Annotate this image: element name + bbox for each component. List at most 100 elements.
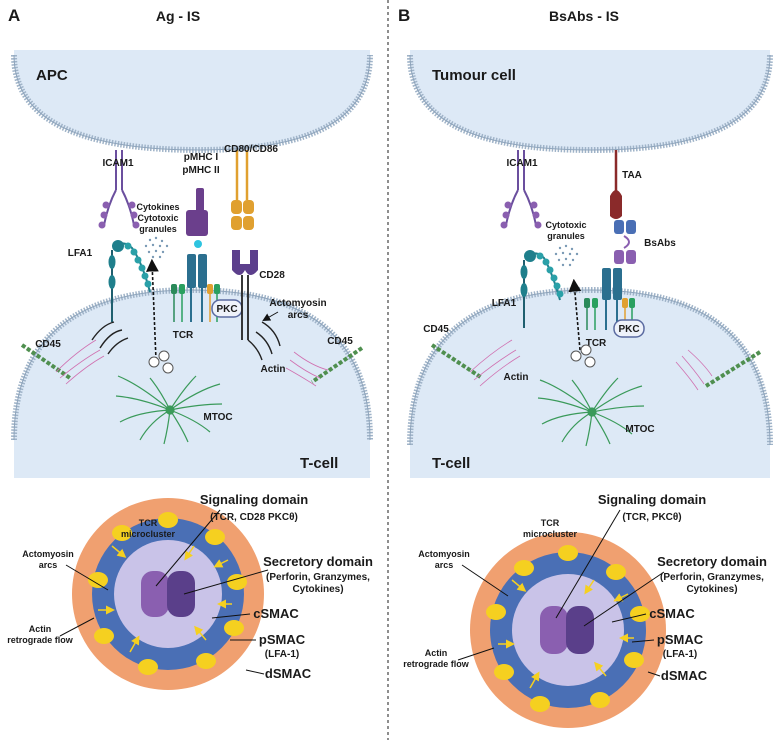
cytokines-a-label-1: Cytokines	[136, 202, 179, 212]
actomyosin-smac-a-label-2: arcs	[39, 560, 58, 570]
granules-b-icon	[554, 244, 579, 267]
mtoc-a-label: MTOC	[203, 412, 232, 423]
dsmac-a-label: dSMAC	[265, 666, 312, 681]
tcr-b-label: TCR	[586, 338, 607, 349]
lfa1-b-icon	[520, 250, 564, 328]
icam1-b-label: ICAM1	[506, 158, 538, 169]
actomyosin-smac-b-label-1: Actomyosin	[418, 549, 470, 559]
panel-a-title: Ag - IS	[156, 8, 200, 24]
secretory-b-label: Secretory domain	[657, 554, 767, 569]
bsabs-label: BsAbs	[644, 238, 676, 249]
t-cell-a-label: T-cell	[300, 455, 338, 472]
taa-icon	[610, 150, 622, 219]
granules-a-icon	[144, 236, 169, 259]
tcr-b-icon	[584, 268, 635, 330]
secretion-arrow-b	[568, 278, 582, 351]
actin-a-icon	[55, 339, 329, 387]
tcr-micro-a-label-2: microcluster	[121, 529, 176, 539]
actin-flow-b-label-1: Actin	[425, 648, 448, 658]
icam1-a-icon	[98, 150, 140, 229]
lfa1-a-icon	[108, 240, 152, 322]
cd45-a-right-icon	[310, 346, 364, 384]
tcr-micro-a-label-1: TCR	[139, 518, 158, 528]
icam1-a-label: ICAM1	[102, 158, 134, 169]
vesicles-b-icon	[570, 344, 596, 368]
cd80-a-icon	[231, 150, 254, 230]
actin-b-label: Actin	[504, 372, 529, 383]
tcr-micro-b-label-1: TCR	[541, 518, 560, 528]
panel-b-letter: B	[398, 6, 410, 25]
panel-b-title: BsAbs - IS	[549, 8, 619, 24]
cytokines-a-label-2: Cytotoxic	[137, 213, 178, 223]
csmac-a-label: cSMAC	[253, 606, 299, 621]
tumour-cell	[407, 50, 773, 154]
cytotoxic-b-label-1: Cytotoxic	[545, 220, 586, 230]
smac-b	[470, 532, 666, 728]
actin-flow-a-label-2: retrograde flow	[7, 635, 74, 645]
signaling-b-sub: (TCR, PKCθ)	[622, 512, 681, 523]
csmac-b-label: cSMAC	[649, 606, 695, 621]
pmhc-a-icon	[186, 188, 208, 248]
cd45-b-label: CD45	[423, 324, 449, 335]
cd80-a-label: CD80/CD86	[224, 144, 278, 155]
tcr-a-icon	[171, 254, 220, 322]
pkc-b-badge	[613, 319, 645, 338]
tcr-a-label: TCR	[173, 330, 194, 341]
signaling-a-label: Signaling domain	[200, 492, 308, 507]
cytokines-a-label-3: granules	[139, 224, 177, 234]
mtoc-a-icon	[115, 375, 223, 445]
cd45-b-left-icon	[430, 343, 484, 380]
tcr-micro-b-label-2: microcluster	[523, 529, 578, 539]
secretory-b-sub-1: (Perforin, Granzymes,	[660, 572, 764, 583]
panel-a-letter: A	[8, 6, 20, 25]
taa-label: TAA	[622, 170, 642, 181]
lfa1-b-label: LFA1	[492, 298, 517, 309]
psmac-b-label: pSMAC	[657, 632, 704, 647]
icam1-b-icon	[500, 150, 542, 229]
dsmac-b-label: dSMAC	[661, 668, 708, 683]
secretory-a-sub-2: Cytokines)	[292, 584, 343, 595]
actin-flow-a-label-1: Actin	[29, 624, 52, 634]
actin-flow-b-label-2: retrograde flow	[403, 659, 470, 669]
actin-a-label: Actin	[261, 364, 286, 375]
apc-label: APC	[36, 67, 68, 84]
actomyosin-arcs-a	[91, 321, 281, 361]
actomyosin-a-label-2: arcs	[288, 310, 309, 321]
cd28-a-label: CD28	[259, 270, 285, 281]
pmhc2-a-label: pMHC II	[182, 165, 219, 176]
t-cell-b	[407, 286, 773, 478]
vesicles-a-icon	[148, 350, 174, 374]
cd45-a-left-label: CD45	[35, 339, 61, 350]
signaling-a-sub: (TCR, CD28 PKCθ)	[210, 512, 298, 523]
lfa1-a-label: LFA1	[68, 248, 93, 259]
cytotoxic-b-label-2: granules	[547, 231, 585, 241]
psmac-a-label: pSMAC	[259, 632, 306, 647]
secretory-b-sub-2: Cytokines)	[686, 584, 737, 595]
cd45-a-left-icon	[20, 343, 72, 380]
apc-cell	[11, 50, 373, 154]
secretory-a-label: Secretory domain	[263, 554, 373, 569]
signaling-b-label: Signaling domain	[598, 492, 706, 507]
actomyosin-smac-b-label-2: arcs	[435, 560, 454, 570]
psmac-b-sub: (LFA-1)	[663, 649, 697, 660]
panel-b: B BsAbs - IS Tumour cell T-cell ICAM1	[398, 6, 773, 728]
cd45-a-right-label: CD45	[327, 336, 353, 347]
cd45-b-right-icon	[704, 350, 762, 388]
pmhc1-a-label: pMHC I	[184, 152, 219, 163]
mtoc-b-icon	[537, 377, 645, 447]
psmac-a-sub: (LFA-1)	[265, 649, 299, 660]
t-cell-b-label: T-cell	[432, 455, 470, 472]
actomyosin-a-label-1: Actomyosin	[269, 298, 326, 309]
t-cell-a	[11, 286, 373, 478]
tumour-cell-label: Tumour cell	[432, 67, 516, 84]
secretion-arrow-a	[145, 258, 159, 361]
panel-a: A Ag - IS APC T-cell ICAM1	[7, 6, 373, 690]
pkc-b-label: PKC	[618, 324, 639, 335]
pkc-a-label: PKC	[216, 304, 237, 315]
actomyosin-smac-a-label-1: Actomyosin	[22, 549, 74, 559]
mtoc-b-label: MTOC	[625, 424, 654, 435]
actin-b-icon	[469, 339, 713, 391]
secretory-a-sub-1: (Perforin, Granzymes,	[266, 572, 370, 583]
bsabs-icon	[614, 220, 636, 264]
